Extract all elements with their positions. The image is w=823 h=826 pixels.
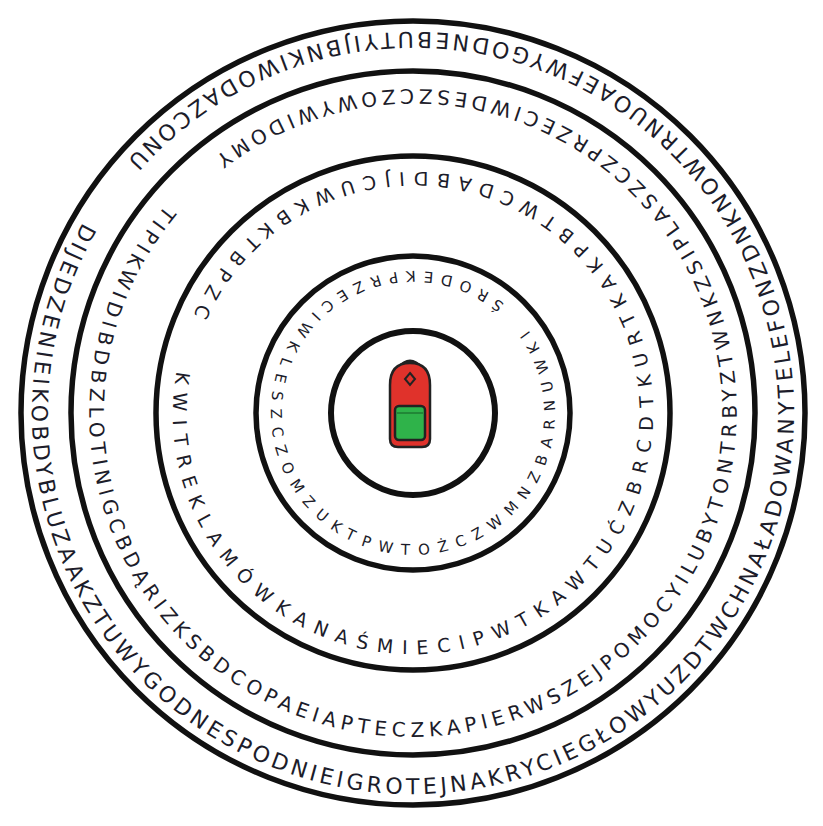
ring-text: KWITREKLAMÓWKANAŚMIECIPWTKAWTUĆZBRCDTKUR… <box>168 168 657 659</box>
ring-band: TIPIKWIDIBDBZLOTINIGCBDĄRIZKSBDCOPAEIAPT… <box>68 68 758 758</box>
ring-band: ŚRODEKPRZECIWKLESZCZOMZUKTPWTOŻCZWMNZBAR… <box>253 253 573 573</box>
ring-outline: ŚRODEKPRZECIWKLESZCZOMZUKTPWTOŻCZWMNZBAR… <box>253 253 573 573</box>
ring-circle <box>256 256 570 570</box>
ring-letters: TIPIKWIDIBDBZLOTINIGCBDĄRIZKSBDCOPAEIAPT… <box>84 84 742 742</box>
ring-letters: KWITREKLAMÓWKANAŚMIECIPWTKAWTUĆZBRCDTKUR… <box>168 168 657 659</box>
ring-circle <box>156 156 670 670</box>
ring-band: DIJEDZENIEIKOBDYBLUZAAKZTUWYGODNESPODNIE… <box>18 18 808 808</box>
ring-text: ŚRODEKPRZECIWKLESZCZOMZUKTPWTOŻCZWMNZBAR… <box>267 267 560 560</box>
ring-outline: KWITREKLAMÓWKANAŚMIECIPWTKAWTUĆZBRCDTKUR… <box>153 153 673 673</box>
ring-band: KWITREKLAMÓWKANAŚMIECIPWTKAWTUĆZBRCDTKUR… <box>153 153 673 673</box>
ring-letters: DIJEDZENIEIKOBDYBLUZAAKZTUWYGODNESPODNIE… <box>27 27 799 800</box>
inner-circle <box>331 331 495 495</box>
ring-text: TIPIKWIDIBDBZLOTINIGCBDĄRIZKSBDCOPAEIAPT… <box>84 84 742 742</box>
ring-text: DIJEDZENIEIKOBDYBLUZAAKZTUWYGODNESPODNIE… <box>27 27 799 800</box>
ring-letters: ŚRODEKPRZECIWKLESZCZOMZUKTPWTOŻCZWMNZBAR… <box>267 267 560 560</box>
ring-outline: DIJEDZENIEIKOBDYBLUZAAKZTUWYGODNESPODNIE… <box>18 18 808 808</box>
backpack-icon <box>390 361 430 447</box>
ring-circle <box>21 21 805 805</box>
ring-circle <box>71 71 755 755</box>
